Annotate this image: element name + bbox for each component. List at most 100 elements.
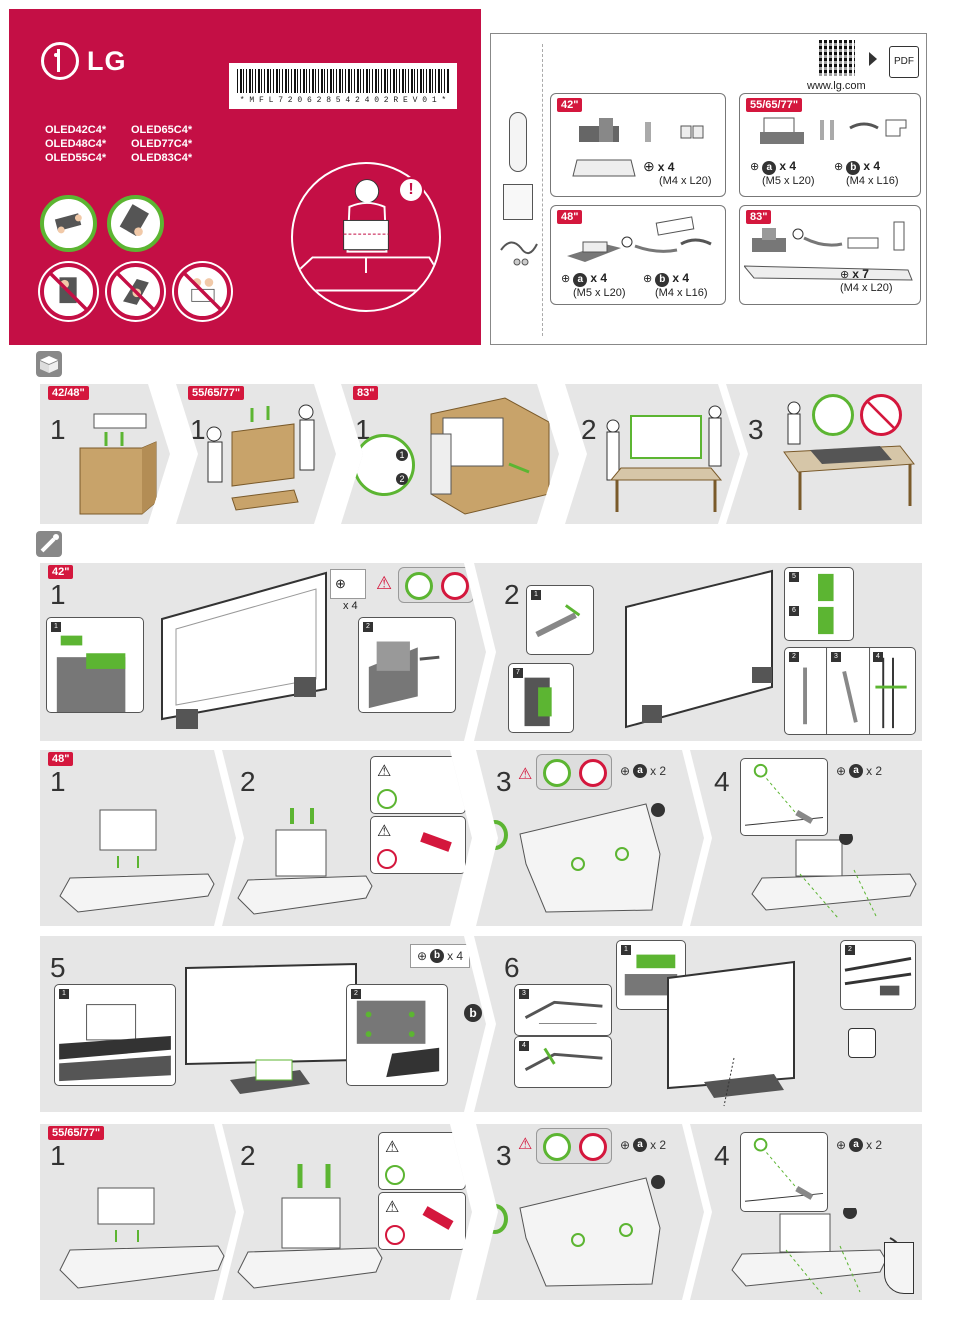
warning-icon: ⚠ <box>518 766 533 783</box>
website-link[interactable]: www.lg.com <box>807 80 866 92</box>
page-turn-icon[interactable] <box>884 1242 914 1294</box>
ok-icon <box>385 1165 405 1185</box>
lift-tv-to-table-illustration <box>601 398 731 518</box>
model-list: OLED42C4* OLED65C4* OLED48C4* OLED77C4* … <box>45 124 217 164</box>
inset-number: 2 <box>351 989 361 999</box>
stand-assembled-illustration <box>751 834 917 919</box>
correct-placement-inset: ⚠ <box>378 1132 466 1190</box>
detail-inset: 4 <box>514 1036 612 1088</box>
stand-base-illustration <box>58 1184 228 1294</box>
stand-base-illustration <box>58 800 218 920</box>
warning-illustration <box>291 162 441 312</box>
rotate-icon <box>482 820 508 850</box>
unpack-card-step-2: 2 <box>565 384 740 524</box>
size-tag: 55/65/77" <box>48 1126 104 1140</box>
detail-inset: 2 <box>840 940 916 1010</box>
no-icon <box>579 1133 607 1161</box>
handle-detail-circle: 1 2 <box>353 434 415 496</box>
two-person-box-illustration <box>202 398 320 518</box>
warning-icon: ⚠ <box>377 823 392 840</box>
accessory-box-48: 48" ⊕ a x 4(M5 x L20) ⊕ b x 4(M4 x L16) <box>550 205 726 305</box>
step-number: 2 <box>581 414 597 445</box>
detail-inset <box>740 758 828 836</box>
red-arrow-icon <box>420 832 452 852</box>
correct-placement-inset: ⚠ <box>370 756 466 814</box>
screw-icon: ⊕ <box>417 949 428 963</box>
no-icon <box>579 759 607 787</box>
pdf-icon[interactable]: PDF <box>889 46 919 78</box>
unpack-card-83: 83" 1 1 2 <box>341 384 559 524</box>
step-number: 4 <box>714 766 730 797</box>
stand-parts-55 <box>760 117 907 144</box>
no-icon <box>377 849 397 869</box>
detail-inset: 7 <box>508 663 574 733</box>
screw-b-spec-55: ⊕ b x 4(M4 x L16) <box>834 159 899 188</box>
step-number: 4 <box>714 1140 730 1171</box>
peel-no-circle <box>860 394 902 436</box>
remote-icon <box>509 112 527 172</box>
warning-icon: ⚠ <box>518 1136 533 1153</box>
flipped-stand-illustration <box>516 1168 666 1294</box>
model-name: OLED42C4* <box>45 124 107 136</box>
no-icon <box>385 1225 405 1245</box>
step-number: 1 <box>50 766 66 797</box>
model-name: OLED77C4* <box>131 138 193 150</box>
unpack-card-step-3: 3 <box>726 384 922 524</box>
stand-assembled-illustration <box>731 1208 914 1295</box>
no-icon <box>441 572 469 600</box>
wrong-placement-inset: ⚠ <box>370 816 466 874</box>
detail-inset: 2 <box>358 617 456 713</box>
qr-code[interactable] <box>819 40 855 76</box>
divider <box>542 44 543 336</box>
no-face-touch-icon <box>40 263 97 320</box>
do-dont-box <box>536 1128 612 1164</box>
size-tag: 83" <box>746 210 772 224</box>
size-tag: 83" <box>353 386 378 400</box>
sub-step-number: 1 <box>396 449 408 461</box>
screw-b-spec-48: ⊕ b x 4(M4 x L16) <box>643 271 708 300</box>
step-number: 3 <box>496 766 512 797</box>
barcode-bars <box>237 69 449 93</box>
model-name: OLED65C4* <box>131 124 193 136</box>
ok-icon <box>543 1133 571 1161</box>
tv-back-cable-illustration <box>667 960 795 1107</box>
correct-hold-icon <box>107 195 164 252</box>
stand-55-step-2: 2 ⚠ ⚠ <box>222 1124 472 1300</box>
wrong-placement-inset: ⚠ <box>378 1192 466 1250</box>
size-tag: 48" <box>48 752 73 766</box>
tv-back-illustration <box>156 569 356 733</box>
detail-inset <box>740 1132 828 1212</box>
attach-column-illustration <box>236 1154 384 1294</box>
tv-back-illustration <box>625 569 773 729</box>
screw-icon: ⊕ <box>620 1138 631 1152</box>
inset-number: 3 <box>519 989 529 999</box>
inset-number: 1 <box>621 945 631 955</box>
step-number: 5 <box>50 952 66 983</box>
power-outlet-icon <box>848 1028 876 1058</box>
screw-icon: ⊕ <box>620 764 631 778</box>
size-tag: 42" <box>48 565 73 579</box>
detail-inset: 2 <box>346 984 448 1086</box>
inset-number: 1 <box>531 590 541 600</box>
step-number: 2 <box>504 579 520 610</box>
inset-number: 2 <box>789 652 799 662</box>
size-tag: 55/65/77" <box>746 98 803 112</box>
detail-inset-row: 2 3 4 <box>784 647 916 735</box>
stand-parts-42 <box>572 118 704 177</box>
size-tag: 55/65/77" <box>188 386 244 400</box>
unpack-card-42-48: 42/48" 1 <box>40 384 170 524</box>
warning-icon: ⚠ <box>385 1139 400 1156</box>
model-name: OLED83C4* <box>131 152 193 164</box>
accessory-box-42: 42" ⊕ x 4(M4 x L20) <box>550 93 726 197</box>
stand-42-step-1: 42" 1 ⊕ x 4 ⚠ 1 2 <box>40 563 486 741</box>
screw-a-spec-55: ⊕ a x 4(M5 x L20) <box>750 159 815 188</box>
warning-icon: ⚠ <box>377 763 392 780</box>
inset-number: 2 <box>845 945 855 955</box>
screw-icon: ⊕ <box>335 576 346 591</box>
manual-icon <box>503 184 533 220</box>
